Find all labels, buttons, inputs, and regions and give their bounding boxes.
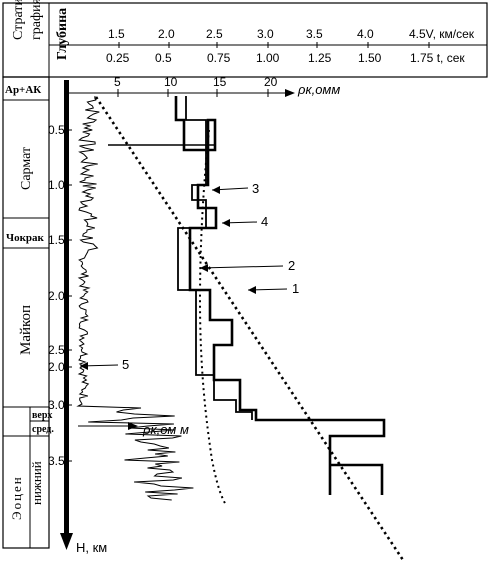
time-axis-label: 1.75 t, сек [410, 51, 465, 65]
curve-label-4: 4 [261, 214, 268, 229]
resistivity-tick-label: 5 [114, 75, 121, 89]
depth-tick-label: 2.0 [48, 289, 65, 303]
strat-unit-chokrak: Чокрак [6, 232, 45, 244]
resistivity-axis-2-label: ρк,ом м [142, 422, 189, 437]
depth-tick-label: 2.5 [48, 343, 65, 357]
label-arrow-3-head [212, 186, 220, 194]
strat-unit-lower: нижний [29, 461, 44, 505]
strat-unit-ar-ak: Ар+АК [5, 84, 41, 96]
curve-2-trend [198, 129, 227, 506]
velocity-tick-label: 4.0 [357, 27, 374, 41]
label-arrow-4-head [222, 219, 230, 227]
time-tick-label: 1.50 [358, 51, 382, 65]
depth-tick-label: 0.5 [48, 123, 65, 137]
depth-header: Глубина [55, 8, 70, 60]
resistivity-tick-label: 10 [164, 75, 178, 89]
depth-tick-label: 3.5 [48, 454, 65, 468]
time-tick-label: 0.5 [155, 51, 172, 65]
strat-unit-maikop: Майкоп [18, 305, 34, 355]
time-tick-label: 1.00 [256, 51, 280, 65]
velocity-tick-label: 3.0 [257, 27, 274, 41]
curve-5-resistivity-log [76, 95, 194, 501]
label-arrow-1-head [248, 286, 256, 294]
curve-label-2: 2 [288, 258, 295, 273]
velocity-tick-label: 3.5 [306, 27, 323, 41]
time-tick-label: 0.75 [207, 51, 231, 65]
strat-unit-eocene: Эоцен [9, 475, 24, 520]
curve-1-trend [94, 96, 405, 561]
depth-axis-arrow [60, 533, 73, 550]
strat-unit-sarmat: Сармат [19, 147, 34, 190]
curve-label-1: 1 [292, 281, 299, 296]
label-arrow-5-head [80, 362, 88, 370]
time-scale: 0.25 0.5 0.75 1.00 1.25 1.50 [106, 51, 382, 65]
resistivity-axis-2-arrow [128, 422, 138, 430]
depth-axis-label: Н, км [76, 540, 107, 555]
velocity-tick-label: 2.0 [158, 27, 175, 41]
strat-unit-upper: верх [32, 410, 52, 421]
strat-header-line2: графия [29, 0, 44, 40]
curve-label-5: 5 [122, 357, 129, 372]
velocity-axis-label: 4.5V, км/сек [409, 27, 475, 41]
header-frame [2, 2, 488, 78]
strat-column-frame [2, 76, 50, 549]
depth-tick-label: 1.0 [48, 178, 65, 192]
resistivity-axis-arrow [285, 89, 295, 97]
strat-header-line1: Страти- [11, 0, 26, 40]
depth-tick-label: 1.5 [48, 233, 65, 247]
strat-unit-middle: сред. [32, 424, 54, 435]
resistivity-axis-label: ρк,омм [297, 82, 340, 97]
depth-tick-label: 2.0 [48, 360, 65, 374]
curve-4-interval-velocity [174, 96, 386, 495]
velocity-scale: 1.5 2.0 2.5 3.0 3.5 4.0 [108, 27, 430, 48]
velocity-tick-label: 2.5 [206, 27, 223, 41]
depth-scale: 0.5 1.0 1.5 2.0 2.5 2.0 3.0 3.5 [48, 123, 72, 468]
resistivity-tick-label: 15 [213, 75, 227, 89]
curve-label-3: 3 [252, 181, 259, 196]
depth-tick-label: 3.0 [48, 398, 65, 412]
time-tick-label: 0.25 [106, 51, 130, 65]
resistivity-scale: 5 10 15 20 [114, 75, 278, 97]
resistivity-tick-label: 20 [264, 75, 278, 89]
depth-axis-bar [64, 80, 69, 535]
label-arrow-2 [199, 265, 284, 269]
time-tick-label: 1.25 [308, 51, 332, 65]
label-arrow-2-head [200, 264, 208, 272]
velocity-tick-label: 1.5 [108, 27, 125, 41]
curve-3-step-log [177, 96, 331, 470]
